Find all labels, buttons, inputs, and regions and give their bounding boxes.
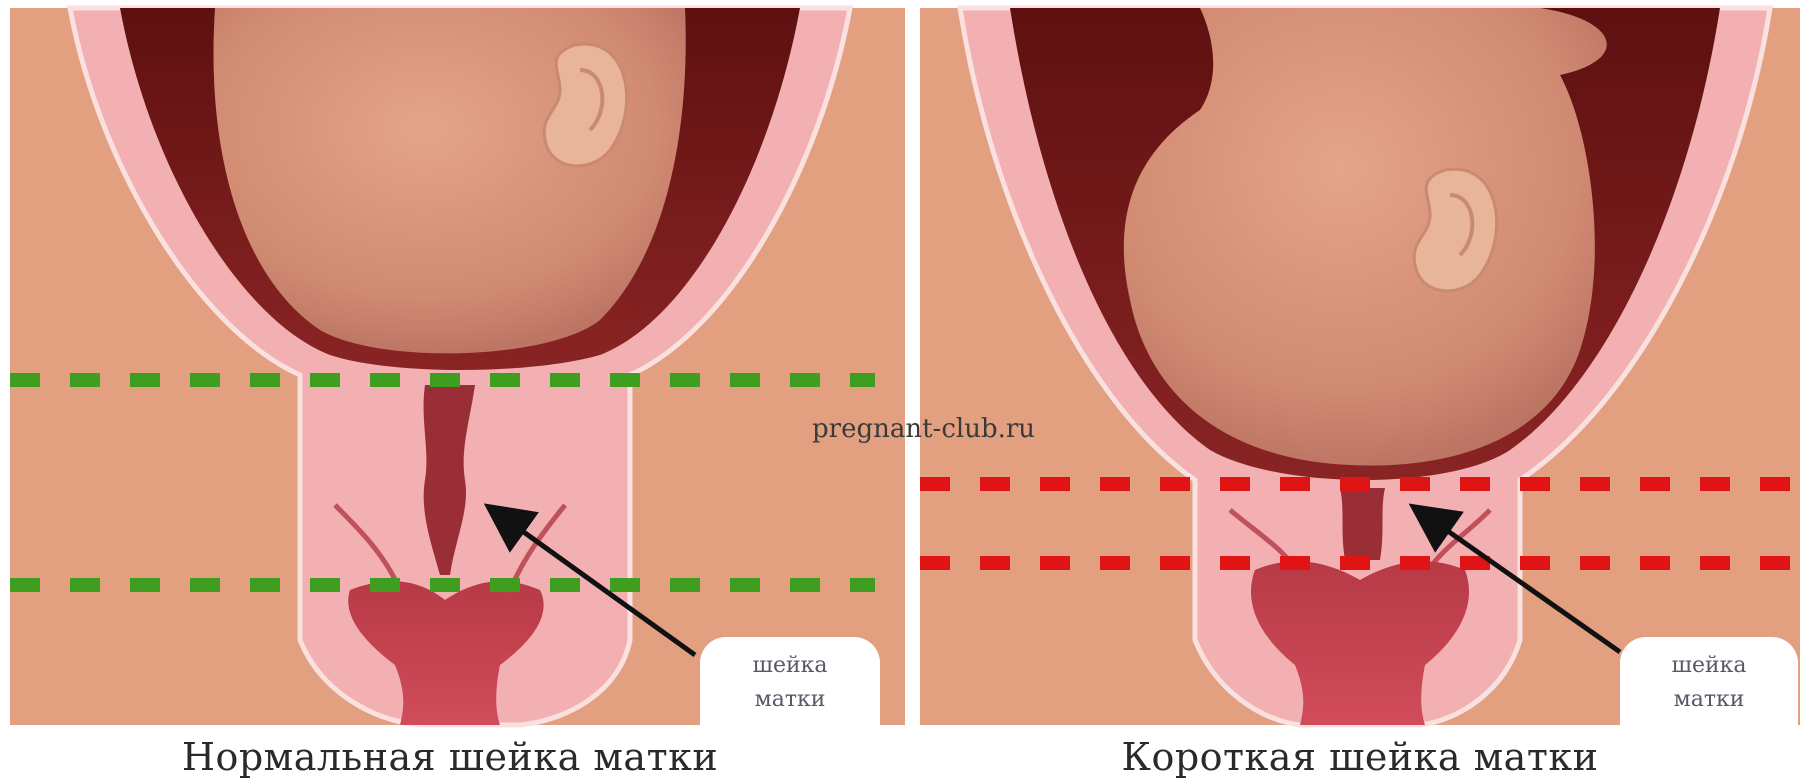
right-caption: Короткая шейка матки (920, 735, 1800, 779)
right-callout-line1: шейка (1620, 649, 1798, 683)
left-caption: Нормальная шейка матки (10, 735, 890, 779)
right-callout-box: шейка матки (1620, 637, 1798, 725)
left-callout-box: шейка матки (700, 637, 880, 725)
left-callout-line2: матки (700, 683, 880, 717)
watermark-text: pregnant-club.ru (812, 414, 1035, 444)
panel-divider (905, 0, 920, 735)
left-callout-line1: шейка (700, 649, 880, 683)
right-cervical-canal (1340, 488, 1385, 560)
right-callout-line2: матки (1620, 683, 1798, 717)
right-panel (920, 8, 1800, 725)
left-panel (10, 8, 905, 725)
